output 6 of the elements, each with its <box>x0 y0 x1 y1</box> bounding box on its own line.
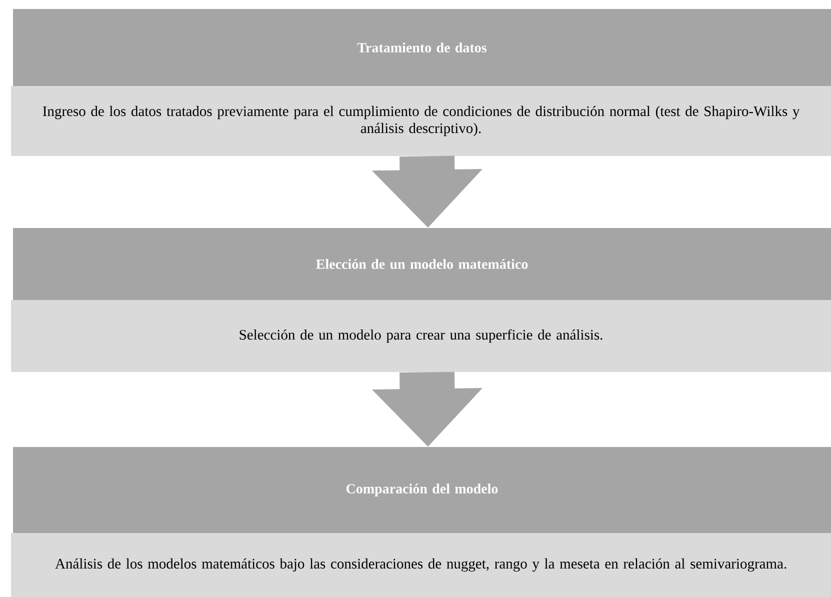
step-description: Ingreso de los datos tratados previamente para el cumplimiento de condiciones de distribución normal (test de Shapiro-Wilks y análisis descriptivo). <box>11 86 831 156</box>
step-description: Selección de un modelo para crear una superficie de análisis. <box>11 300 831 372</box>
step-header: Tratamiento de datos <box>13 9 831 86</box>
step-description: Análisis de los modelos matemáticos bajo las consideraciones de nugget, rango y la meseta en relación al semivariograma. <box>11 533 831 597</box>
step-header: Elección de un modelo matemático <box>13 228 831 300</box>
step-header: Comparación del modelo <box>13 447 831 533</box>
